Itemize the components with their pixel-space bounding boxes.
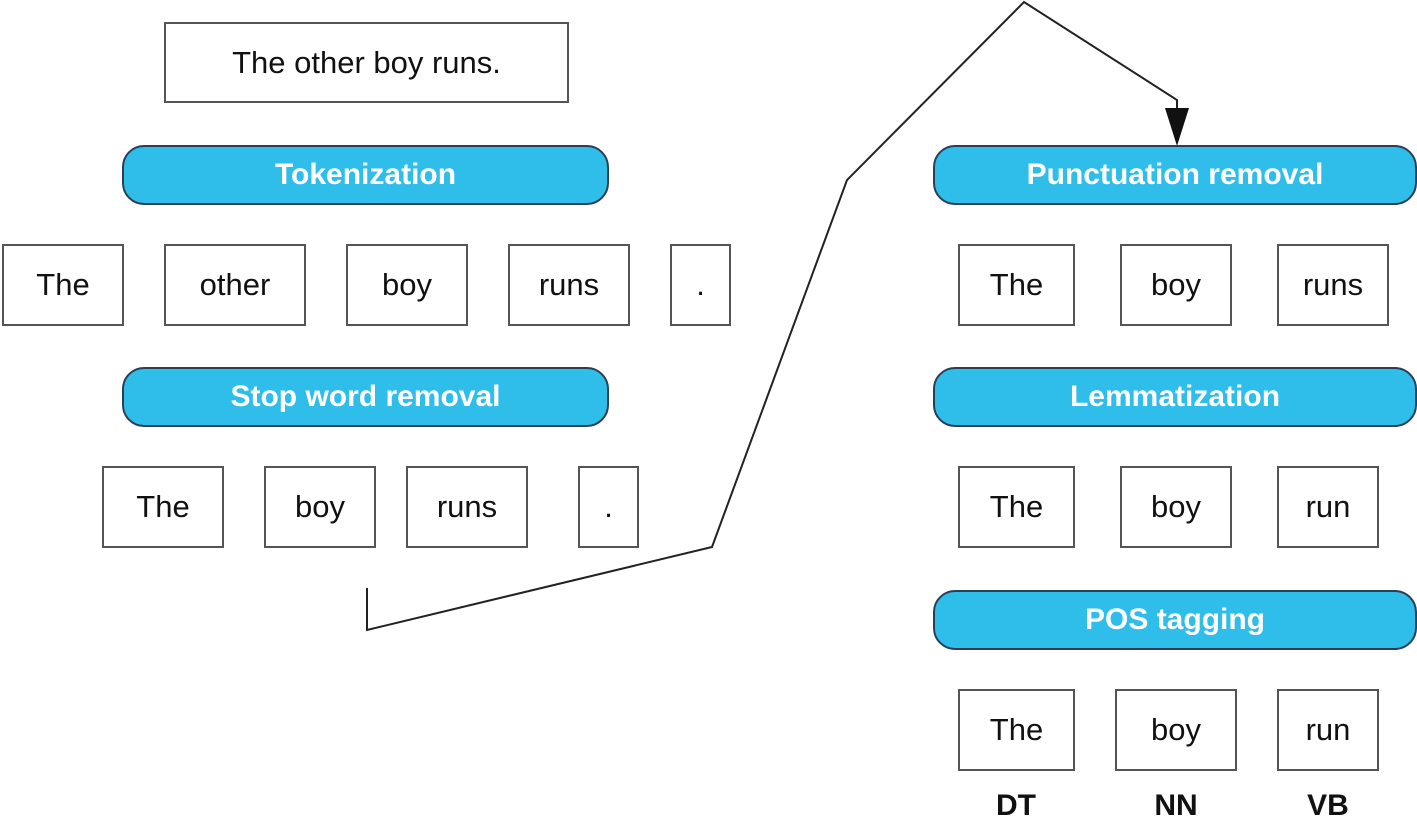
input-sentence-box: The other boy runs. xyxy=(164,22,569,103)
token-box: boy xyxy=(1115,689,1237,771)
stage-stop-word-removal: Stop word removal xyxy=(122,367,609,427)
token-box: run xyxy=(1277,466,1379,548)
token-box: The xyxy=(102,466,224,548)
token-box: other xyxy=(164,244,306,326)
token-box: runs xyxy=(1277,244,1389,326)
token-box: The xyxy=(2,244,124,326)
stage-lemmatization: Lemmatization xyxy=(933,367,1417,427)
token-box: . xyxy=(670,244,731,326)
pos-tag-label: VB xyxy=(1307,789,1349,822)
stage-tokenization: Tokenization xyxy=(122,145,609,205)
stage-punctuation-removal: Punctuation removal xyxy=(933,145,1417,205)
token-box: run xyxy=(1277,689,1379,771)
token-box: boy xyxy=(1120,466,1232,548)
token-box: The xyxy=(958,244,1075,326)
token-box: boy xyxy=(1120,244,1232,326)
token-box: runs xyxy=(508,244,630,326)
token-box: boy xyxy=(346,244,468,326)
token-box: The xyxy=(958,689,1075,771)
pos-tag-label: NN xyxy=(1154,789,1198,822)
token-box: . xyxy=(578,466,639,548)
token-box: The xyxy=(958,466,1075,548)
stage-pos-tagging: POS tagging xyxy=(933,590,1417,650)
pos-tag-label: DT xyxy=(996,789,1036,822)
token-box: runs xyxy=(406,466,528,548)
token-box: boy xyxy=(264,466,376,548)
